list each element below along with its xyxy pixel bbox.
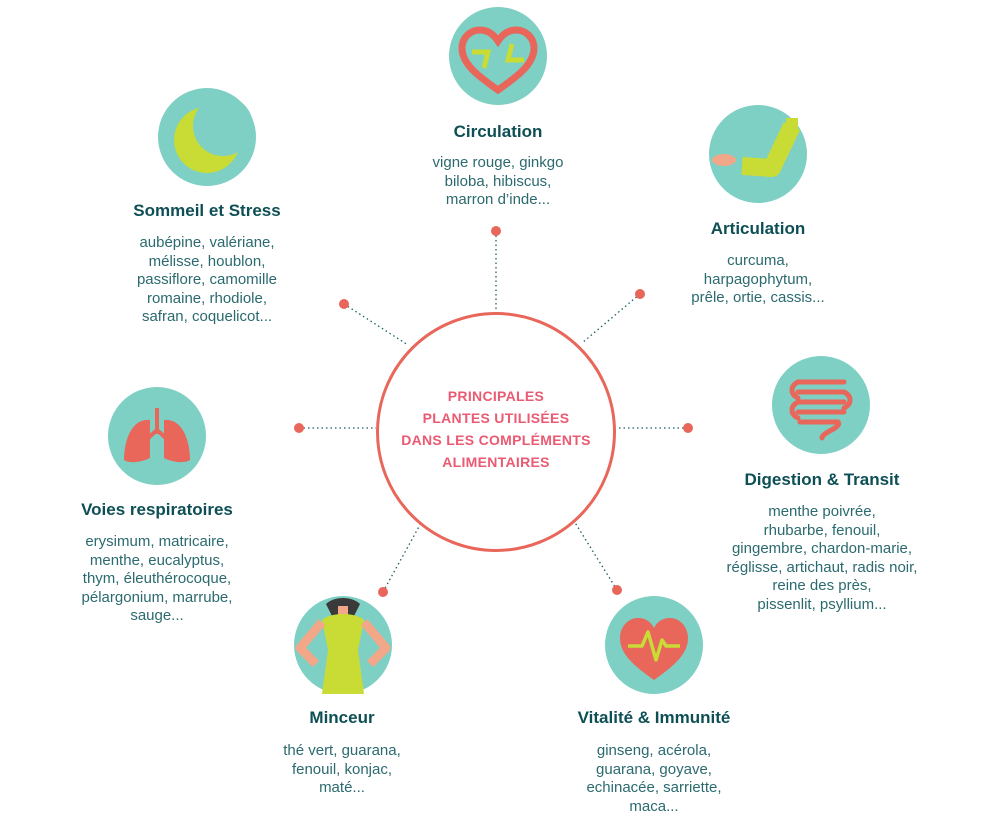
connector-articulation <box>581 293 641 344</box>
list-item: menthe, eucalyptus, <box>89 551 225 569</box>
center-title-line: PLANTES UTILISÉES <box>422 410 570 426</box>
category-list-digestion: menthe poivrée, rhubarbe, fenouil, ginge… <box>682 503 962 614</box>
list-item: mélisse, houblon, <box>148 252 266 270</box>
list-item: biloba, hibiscus, <box>444 172 552 190</box>
connector-dot-respiratoire <box>294 423 304 433</box>
list-item: réglisse, artichaut, radis noir, <box>726 558 918 576</box>
category-list-respiratoire: erysimum, matricaire, menthe, eucalyptus… <box>37 533 277 626</box>
list-item: erysimum, matricaire, <box>85 533 229 550</box>
connector-dot-vitalite <box>612 585 622 595</box>
list-item: reine des près, <box>772 577 872 594</box>
list-item: vigne rouge, ginkgo <box>432 154 564 171</box>
connector-dot-minceur <box>378 587 388 597</box>
list-item: thé vert, guarana, <box>283 742 401 759</box>
center-title-line: DANS LES COMPLÉMENTS <box>401 432 591 448</box>
center-title-line: PRINCIPALES <box>447 388 545 404</box>
list-item: gingembre, chardon-marie, <box>731 540 913 557</box>
connector-dot-digestion <box>683 423 693 433</box>
list-item: pissenlit, psyllium... <box>757 595 887 613</box>
category-list-articulation: curcuma, harpagophytum, prêle, ortie, ca… <box>648 252 868 308</box>
connector-sommeil <box>343 303 409 346</box>
moon-icon <box>158 88 256 186</box>
center-title: PRINCIPALES PLANTES UTILISÉES DANS LES C… <box>376 385 616 473</box>
list-item: sauge... <box>130 607 184 624</box>
category-title-digestion: Digestion & Transit <box>744 470 900 489</box>
list-item: ginseng, acérola, <box>596 742 712 759</box>
arm-joint-icon <box>709 105 807 203</box>
category-title-articulation: Articulation <box>710 219 806 238</box>
category-list-circulation: vigne rouge, ginkgo biloba, hibiscus, ma… <box>388 154 608 210</box>
heartbeat-icon <box>605 596 703 694</box>
slim-body-icon <box>294 596 392 694</box>
category-title-circulation: Circulation <box>453 122 543 141</box>
list-item: guarana, goyave, <box>596 760 712 778</box>
list-item: marron d’inde... <box>445 191 551 208</box>
intestine-icon <box>772 356 870 454</box>
category-title-minceur: Minceur <box>309 708 375 727</box>
category-title-vitalite: Vitalité & Immunité <box>577 708 731 727</box>
list-item: maca... <box>629 797 679 815</box>
lungs-icon <box>108 387 206 485</box>
list-item: romaine, rhodiole, <box>146 289 268 307</box>
category-list-vitalite: ginseng, acérola, guarana, goyave, echin… <box>544 742 764 816</box>
connector-vitalite <box>573 520 618 591</box>
category-title-sommeil: Sommeil et Stress <box>133 201 281 220</box>
connector-dot-circulation <box>491 226 501 236</box>
category-list-sommeil: aubépine, valériane, mélisse, houblon, p… <box>97 234 317 327</box>
list-item: passiflore, camomille <box>136 271 278 288</box>
list-item: harpagophytum, <box>703 270 813 288</box>
list-item: curcuma, <box>727 252 789 269</box>
center-circle <box>376 312 616 552</box>
category-list-minceur: thé vert, guarana, fenouil, konjac, maté… <box>232 742 452 798</box>
list-item: safran, coquelicot... <box>141 308 273 325</box>
connector-minceur <box>382 522 422 593</box>
list-item: maté... <box>319 779 365 796</box>
list-item: menthe poivrée, <box>768 503 876 520</box>
list-item: aubépine, valériane, <box>139 234 275 251</box>
list-item: fenouil, konjac, <box>291 760 393 778</box>
connector-dot-sommeil <box>339 299 349 309</box>
heart-arrows-icon <box>449 7 547 105</box>
center-title-line: ALIMENTAIRES <box>442 454 550 470</box>
list-item: echinacée, sarriette, <box>586 779 722 796</box>
connector-dot-articulation <box>635 289 645 299</box>
category-title-respiratoire: Voies respiratoires <box>81 500 233 519</box>
list-item: pélargonium, marrube, <box>81 588 233 606</box>
list-item: rhubarbe, fenouil, <box>763 521 881 539</box>
list-item: prêle, ortie, cassis... <box>691 289 825 306</box>
list-item: thym, éleuthérocoque, <box>82 570 232 587</box>
